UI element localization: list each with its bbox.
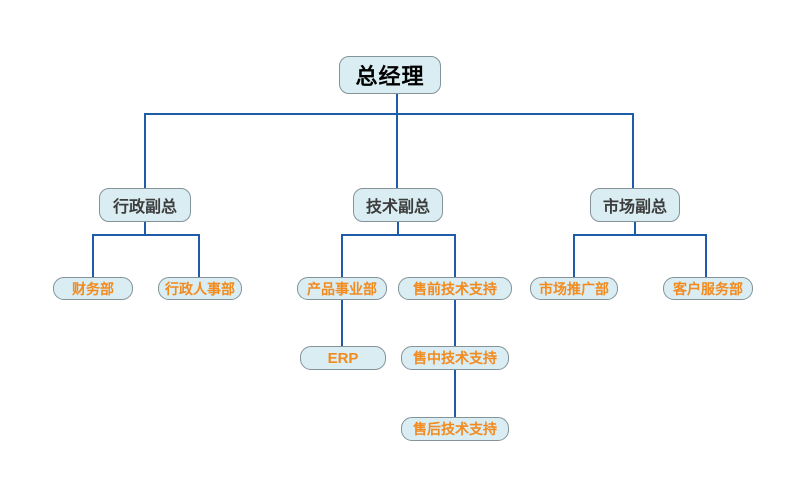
- connector-line: [92, 234, 94, 277]
- connector-line: [454, 234, 456, 277]
- org-node-admin-vp: 行政副总: [99, 188, 191, 222]
- connector-line: [632, 113, 634, 188]
- connector-line: [454, 370, 456, 417]
- connector-line: [144, 113, 146, 188]
- org-node-erp: ERP: [300, 346, 386, 370]
- org-node-market-promo: 市场推广部: [530, 277, 618, 300]
- org-node-aftersales-support: 售后技术支持: [401, 417, 509, 441]
- org-node-customer-service: 客户服务部: [663, 277, 753, 300]
- connector-line: [341, 234, 456, 236]
- connector-line: [573, 234, 575, 277]
- connector-line: [396, 94, 398, 115]
- connector-line: [396, 113, 398, 188]
- connector-line: [573, 234, 707, 236]
- connector-line: [397, 222, 399, 236]
- org-node-admin-hr: 行政人事部: [158, 277, 242, 300]
- connector-line: [705, 234, 707, 277]
- org-node-midsales-support: 售中技术支持: [401, 346, 509, 370]
- org-node-finance: 财务部: [53, 277, 133, 300]
- org-node-gm: 总经理: [339, 56, 441, 94]
- org-node-market-vp: 市场副总: [590, 188, 680, 222]
- org-node-tech-vp: 技术副总: [353, 188, 443, 222]
- connector-line: [198, 234, 200, 277]
- connector-line: [341, 234, 343, 277]
- connector-line: [454, 300, 456, 346]
- connector-line: [634, 222, 636, 236]
- connector-line: [341, 300, 343, 346]
- connector-line: [144, 113, 634, 115]
- connector-line: [92, 234, 200, 236]
- org-node-product-div: 产品事业部: [297, 277, 387, 300]
- org-node-presales-support: 售前技术支持: [398, 277, 512, 300]
- connector-line: [144, 222, 146, 236]
